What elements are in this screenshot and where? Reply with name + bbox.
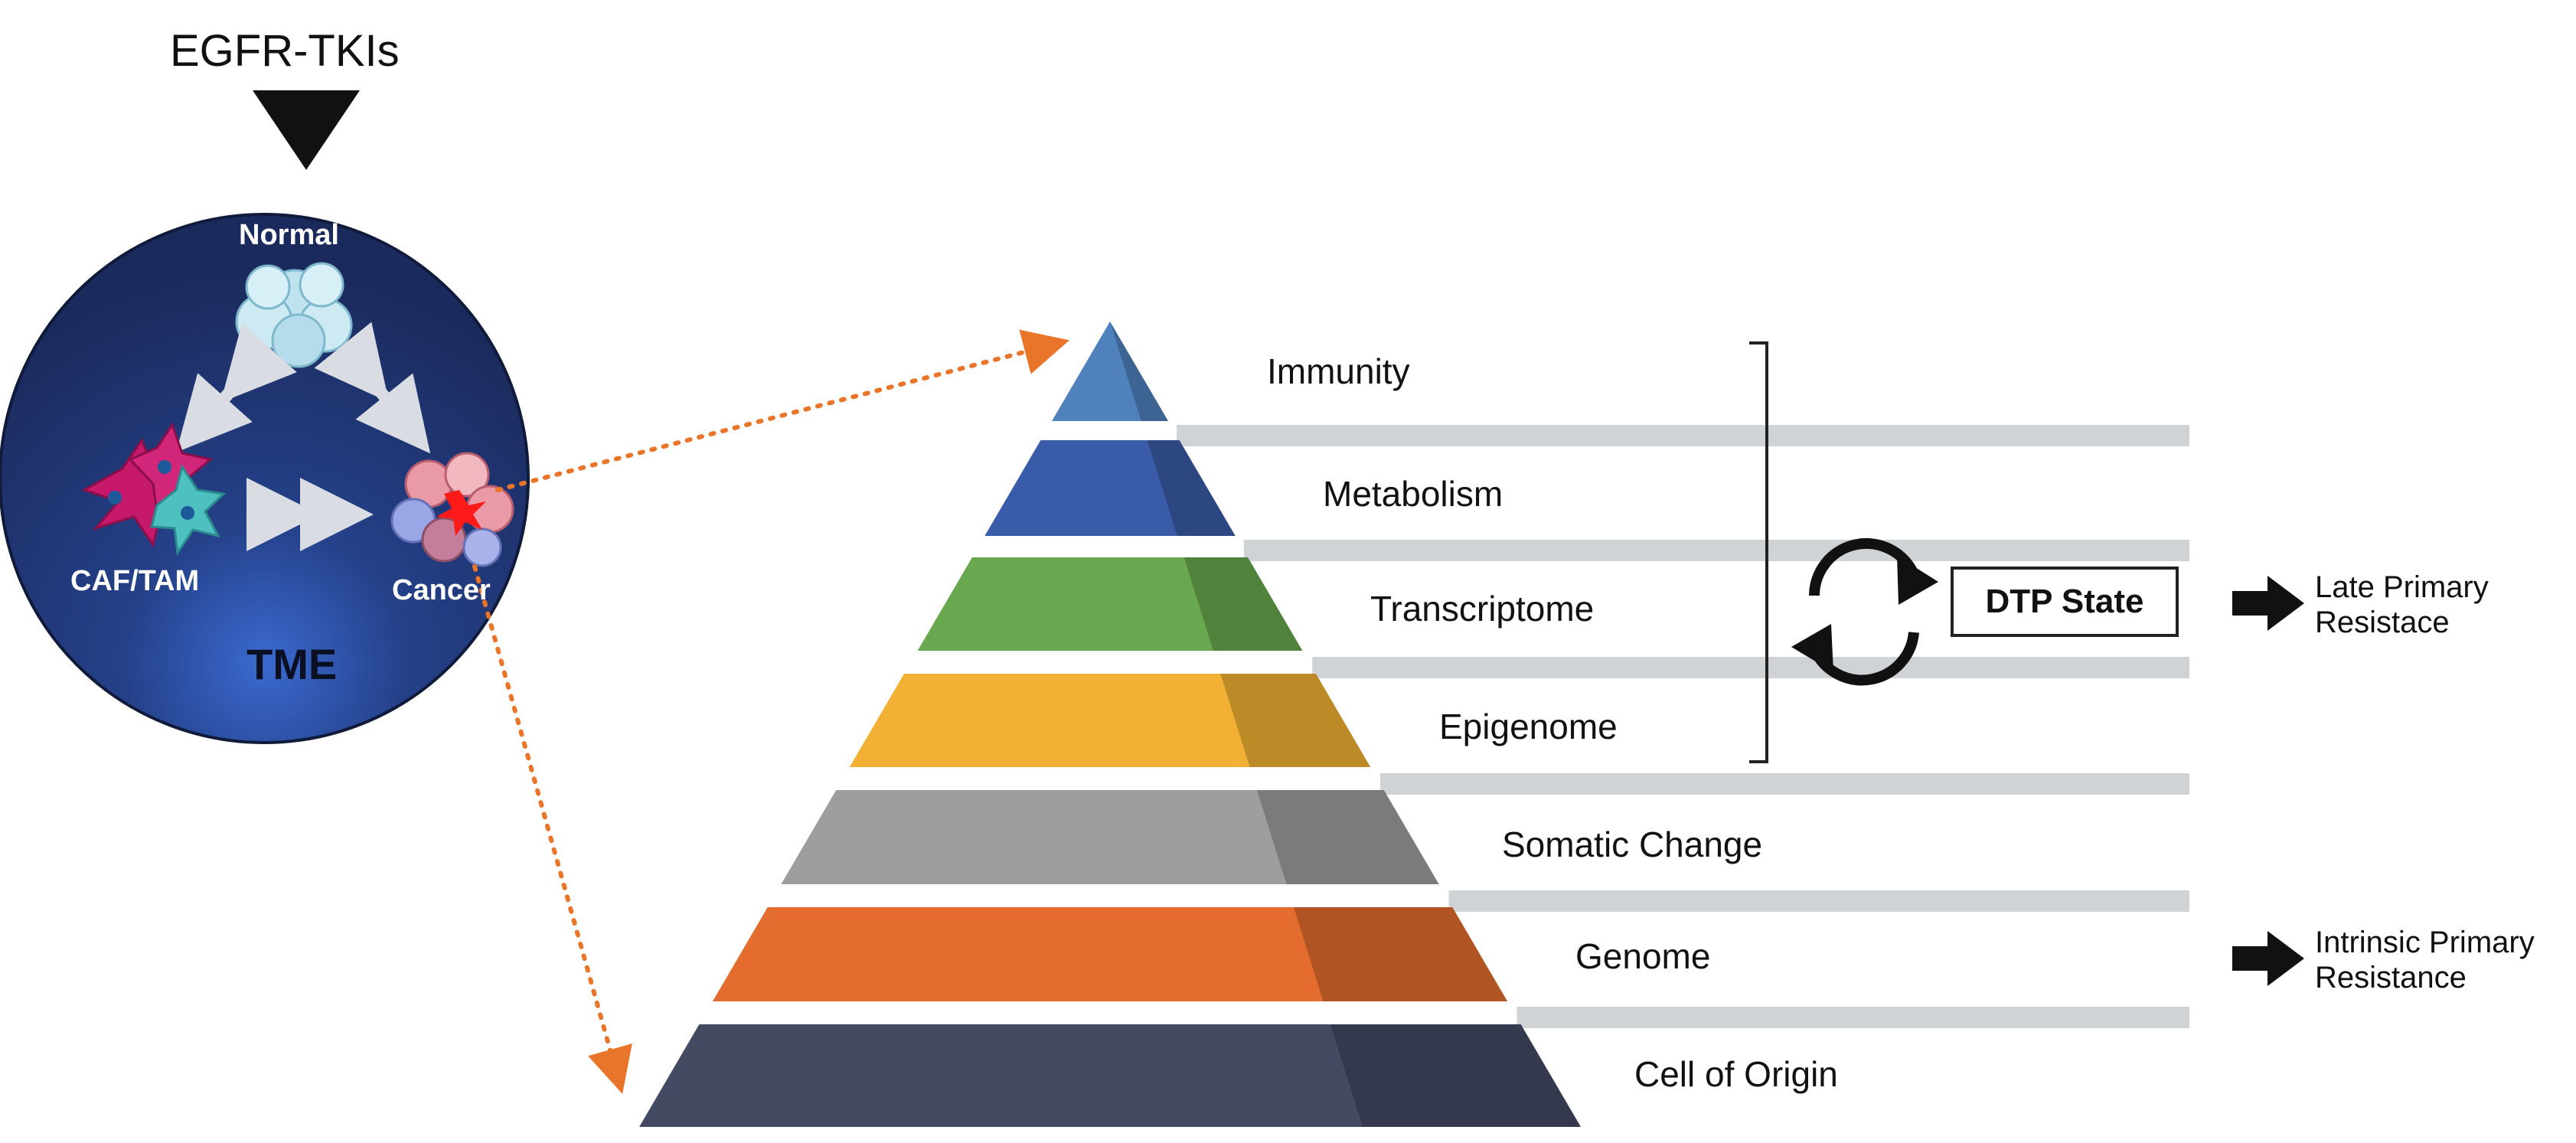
dotted-arrow-top [495,329,1070,492]
pyramid-bands [1177,425,2189,1028]
late-resistance-arrow-icon [2232,576,2304,631]
drug-label: EGFR-TKIs [170,26,400,76]
drug-arrow-icon [253,90,360,170]
layer-label-cell-of-origin: Cell of Origin [1634,1054,1838,1094]
pyramid-band [1243,540,2189,561]
layer-label-genome: Genome [1575,936,1711,976]
layer-label-transcriptome: Transcriptome [1370,589,1595,629]
pyramid-layer [712,907,1508,1001]
layer-label-metabolism: Metabolism [1323,474,1503,514]
late-resistance-label: Late Primary Resistace [2315,570,2489,639]
normal-label: Normal [239,219,339,251]
pyramid-layer-shade [1293,907,1508,1001]
normal-cancer-arrow-icon [314,322,431,454]
dtp-bracket [1749,341,1768,763]
layer-label-epigenome: Epigenome [1439,707,1618,746]
dtp-state-label: DTP State [1985,583,2144,620]
dtp-state-box: DTP State [1951,567,2179,637]
pyramid-band [1312,657,2189,678]
pyramid-layer-shade [1330,1024,1581,1127]
pyramid-layer-shade [1256,790,1439,884]
intrinsic-resistance-label: Intrinsic Primary Resistance [2315,926,2535,994]
pyramid-layer [984,440,1236,536]
pyramid-layer [781,790,1439,884]
dotted-arrow-bottom [472,564,632,1094]
pyramid-band [1517,1007,2189,1028]
pyramid-shading [1110,322,1581,1127]
pyramid-band [1448,890,2189,912]
pyramid-layer-shade [1184,557,1303,651]
tme-label: TME [246,640,338,688]
caf-tam-cell-icon [81,422,227,557]
pyramid-band [1380,773,2189,795]
pyramid-layer [639,1024,1581,1127]
normal-caf-arrow-icon [176,323,297,452]
intrinsic-resistance-arrow-icon [2232,931,2304,986]
pyramid-layer [849,674,1371,767]
layer-label-somatic-change: Somatic Change [1502,825,1763,864]
cycle-arrows-icon [1791,537,1938,686]
layer-label-immunity: Immunity [1267,351,1410,391]
caf-tam-label: CAF/TAM [70,565,200,597]
pyramid-layer [917,557,1303,651]
pyramid-band [1177,425,2189,446]
pyramid-layers [639,322,1581,1127]
cancer-label: Cancer [392,574,491,606]
pyramid-layer-shade [1220,674,1371,767]
pyramid-layer-shade [1147,440,1236,536]
pyramid-layer-shade [1110,322,1168,421]
pyramid-layer [1052,322,1168,421]
cancer-cell-icon [390,452,514,567]
